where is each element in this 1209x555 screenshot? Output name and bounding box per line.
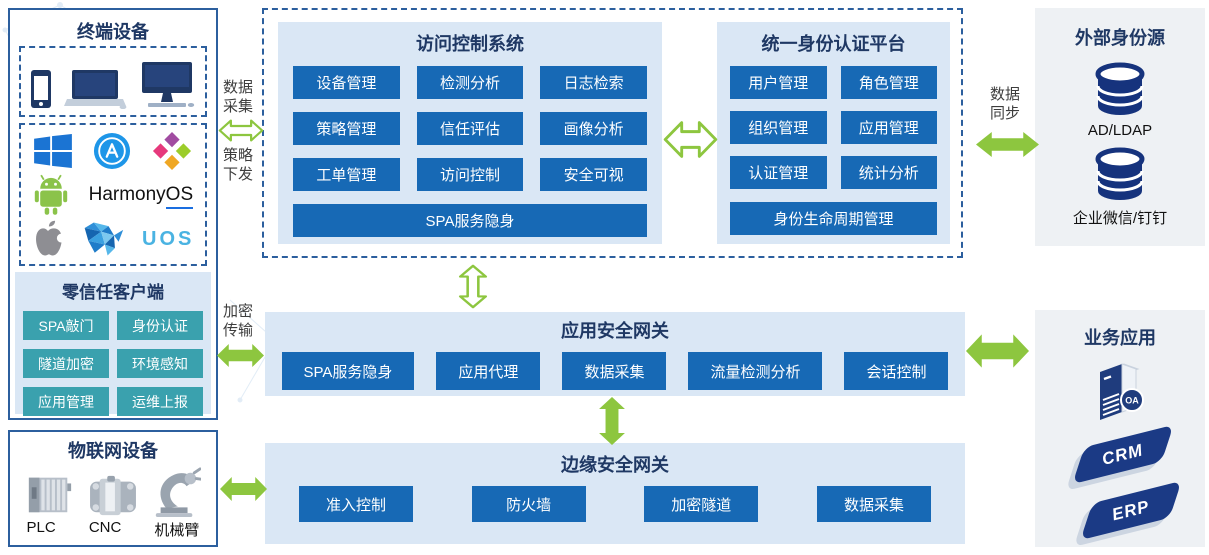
module-chip: 运维上报: [117, 387, 203, 416]
centos-logo-icon: [153, 131, 192, 170]
identity-platform-title: 统一身份认证平台: [761, 34, 906, 54]
robot-arm-icon: [156, 467, 202, 517]
module-chip: 用户管理: [730, 66, 827, 99]
module-chip: 日志检索: [540, 66, 647, 99]
module-chip: 环境感知: [117, 349, 203, 378]
arrow-appgateway-to-business: [966, 334, 1029, 368]
arrow-data-sync: [976, 132, 1039, 157]
harmonyos-logo: HarmonyOS: [88, 184, 194, 210]
oa-badge-label: OA: [1125, 396, 1139, 406]
module-chip: 统计分析: [840, 156, 937, 189]
arrow-control-to-appgateway: [458, 264, 488, 309]
module-chip: 应用代理: [436, 352, 541, 390]
module-chip: SPA服务隐身: [281, 352, 415, 390]
terminal-devices-panel: 终端设备: [8, 8, 218, 420]
module-chip: SPA敲门: [23, 311, 109, 340]
crm-label: CRM: [1100, 439, 1146, 469]
edge-gateway-panel: 边缘安全网关 准入控制 防火墙 加密隧道 数据采集: [265, 443, 965, 544]
oa-server-icon: OA: [1100, 363, 1144, 420]
control-plane-group: [262, 8, 963, 258]
module-chip: 流量检测分析: [688, 352, 823, 390]
flow-label-data-sync: 数据同步: [989, 86, 1020, 122]
module-chip: 应用管理: [23, 387, 109, 416]
cnc-icon: [90, 475, 136, 516]
module-chip: 身份认证: [117, 311, 203, 340]
identity-source-label: 企业微信/钉钉: [1072, 210, 1168, 227]
arrow-data-collect-policy: [218, 119, 264, 142]
windows-logo-icon: [33, 133, 72, 168]
iot-devices-title: 物联网设备: [68, 441, 158, 461]
app-store-logo-icon: [93, 132, 131, 169]
module-chip: 数据采集: [562, 352, 667, 390]
module-chip: 应用管理: [840, 111, 937, 144]
module-chip: 安全可视: [540, 158, 647, 191]
identity-source-label: AD/LDAP: [1087, 122, 1153, 139]
terminal-devices-title: 终端设备: [77, 22, 149, 42]
access-control-title: 访问控制系统: [416, 34, 524, 54]
flow-label-policy-push: 策略下发: [222, 147, 253, 183]
module-chip: 设备管理: [293, 66, 400, 99]
crm-app-plate: CRM: [1072, 424, 1174, 485]
arrow-encrypted-transfer: [217, 343, 264, 368]
plc-icon: [28, 477, 71, 513]
module-chip: 检测分析: [416, 66, 524, 99]
module-chip: 工单管理: [293, 158, 400, 191]
desktop-icon: [141, 62, 194, 107]
android-logo-icon: [34, 175, 68, 216]
edge-gateway-title: 边缘安全网关: [561, 455, 669, 475]
os-logos-group: HarmonyOS: [19, 123, 207, 266]
external-identity-title: 外部身份源: [1075, 28, 1165, 48]
module-chip: 策略管理: [293, 112, 400, 145]
module-chip: SPA服务隐身: [293, 204, 647, 237]
app-gateway-title: 应用安全网关: [561, 321, 669, 341]
iot-device-label: PLC: [26, 519, 56, 536]
deepin-logo-icon: [84, 222, 123, 256]
access-control-panel: 访问控制系统 设备管理 检测分析 日志检索 策略管理 信任评估 画像分析 工单管…: [278, 22, 662, 244]
iot-devices-panel: 物联网设备: [8, 430, 218, 547]
apple-logo-icon: [35, 220, 64, 256]
module-chip: 组织管理: [730, 111, 827, 144]
module-chip: 访问控制: [416, 158, 524, 191]
laptop-icon: [63, 70, 127, 109]
smartphone-icon: [31, 70, 52, 108]
iot-device-label: CNC: [88, 519, 122, 536]
external-identity-panel: 外部身份源 AD/LDAP 企业微信/钉钉: [1035, 8, 1205, 246]
database-icon: [1095, 147, 1145, 200]
module-chip: 角色管理: [840, 66, 937, 99]
database-icon: [1095, 62, 1145, 115]
erp-app-plate: ERP: [1080, 480, 1182, 541]
module-chip: 防火墙: [471, 486, 586, 522]
identity-platform-panel: 统一身份认证平台 用户管理 角色管理 组织管理 应用管理 认证管理 统计分析 身…: [717, 22, 950, 244]
zero-trust-client-title: 零信任客户端: [62, 283, 164, 302]
zero-trust-client-panel: 零信任客户端 SPA敲门 身份认证 隧道加密 环境感知 应用管理 运维上报: [15, 272, 211, 416]
module-chip: 认证管理: [730, 156, 827, 189]
module-chip: 准入控制: [299, 486, 413, 522]
app-gateway-panel: 应用安全网关 SPA服务隐身 应用代理 数据采集 流量检测分析 会话控制: [265, 312, 965, 396]
module-chip: 身份生命周期管理: [730, 202, 937, 235]
module-chip: 隧道加密: [23, 349, 109, 378]
module-chip: 加密隧道: [644, 486, 759, 522]
module-chip: 信任评估: [416, 112, 524, 145]
flow-label-encrypted-transfer: 加密传输: [222, 303, 253, 339]
business-apps-panel: 业务应用 OA CRM ERP: [1035, 310, 1205, 547]
uos-logo: UOS: [142, 227, 195, 250]
device-icons-group: [19, 46, 207, 117]
erp-label: ERP: [1110, 496, 1152, 524]
arrow-appgateway-to-edgegateway: [599, 397, 625, 445]
arrow-platform-link: [663, 121, 718, 158]
arrow-iot-to-edgegateway: [220, 477, 267, 501]
module-chip: 会话控制: [844, 352, 949, 390]
module-chip: 画像分析: [540, 112, 647, 145]
flow-label-data-collect: 数据采集: [222, 79, 253, 115]
module-chip: 数据采集: [816, 486, 931, 522]
iot-device-label: 机械臂: [154, 522, 200, 539]
business-apps-title: 业务应用: [1084, 328, 1156, 348]
